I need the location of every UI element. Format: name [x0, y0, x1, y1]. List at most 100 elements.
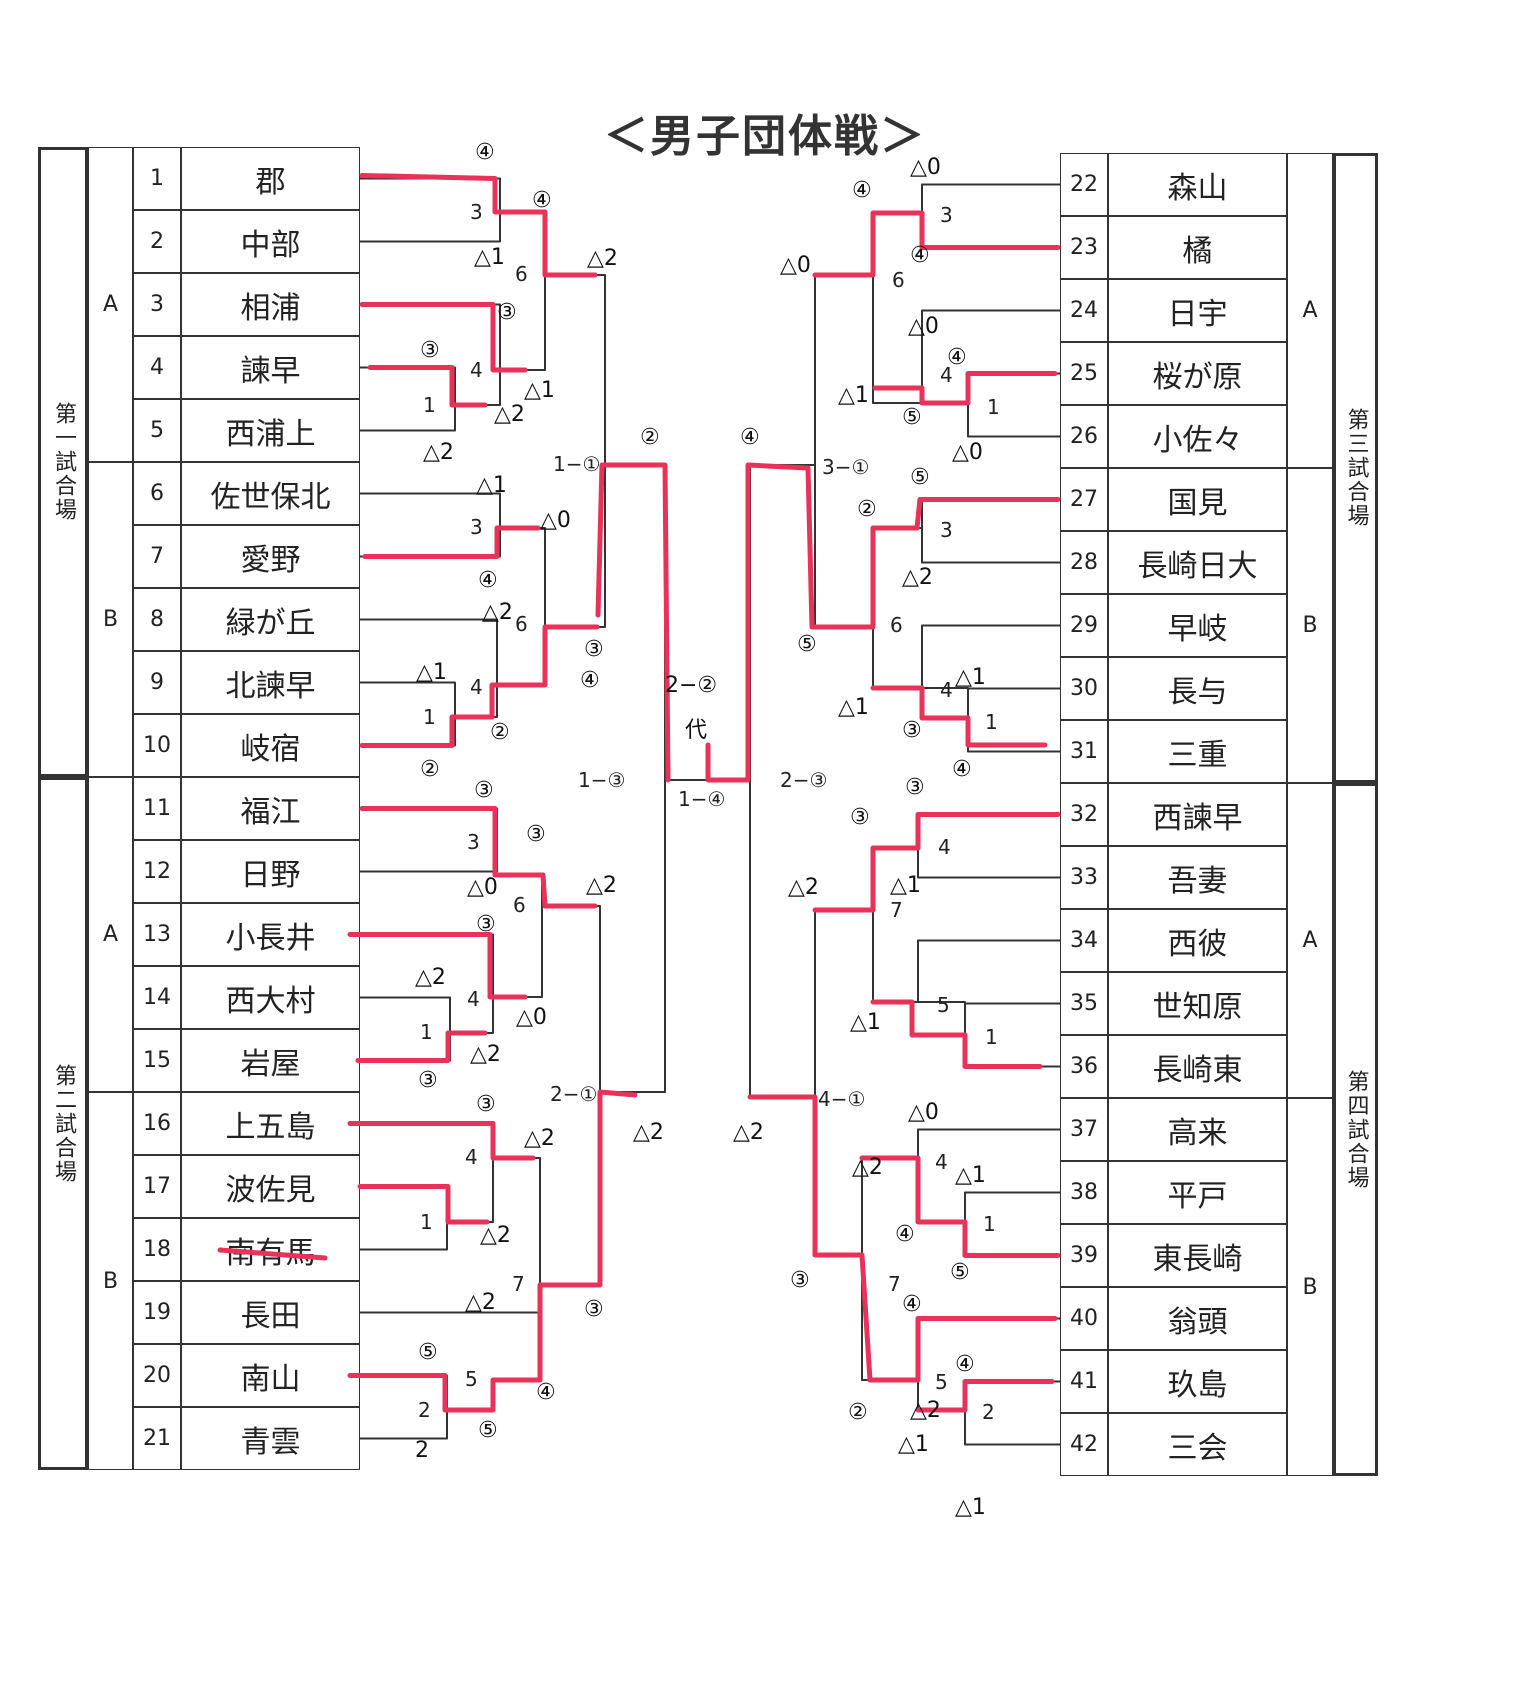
match-number: 1	[420, 1210, 433, 1234]
team-name: 岐宿	[181, 714, 360, 777]
circled-score: ③	[790, 1268, 810, 1293]
venue-label: 第一試合場	[38, 147, 88, 777]
winner-line	[489, 624, 600, 720]
circled-score: ⑤	[950, 1260, 970, 1285]
circled-score: ③	[584, 637, 604, 662]
bracket-line	[359, 1374, 448, 1440]
circled-score: ④	[955, 1352, 975, 1377]
triangle-score: △1	[524, 378, 555, 403]
bracket-line	[359, 366, 456, 432]
handwritten-number: 2	[415, 1438, 429, 1463]
match-number: 6	[513, 893, 526, 917]
bracket-line	[967, 372, 1061, 438]
court-match-label: 2−③	[780, 768, 828, 792]
team-name: 森山	[1108, 153, 1287, 216]
bracket-line	[921, 309, 1061, 375]
team-number: 34	[1060, 909, 1108, 972]
final-note: 2−②	[665, 673, 718, 698]
circled-score: ④	[475, 140, 495, 165]
team-number: 38	[1060, 1161, 1108, 1224]
team-name: 吾妻	[1108, 846, 1287, 909]
team-name: 日宇	[1108, 279, 1287, 342]
match-number: 1	[987, 395, 1000, 419]
bracket-line	[544, 274, 606, 466]
circled-score: ③	[850, 805, 870, 830]
team-number: 25	[1060, 342, 1108, 405]
team-number: 33	[1060, 846, 1108, 909]
circled-score: ④	[947, 345, 967, 370]
team-name: 世知原	[1108, 972, 1287, 1035]
circled-score: ②	[640, 425, 660, 450]
circled-score: ⑤	[478, 1418, 498, 1443]
team-number: 37	[1060, 1098, 1108, 1161]
team-number: 16	[133, 1092, 181, 1155]
circled-score: ⑤	[902, 405, 922, 430]
winner-line	[362, 525, 541, 559]
court-match-label: 3−①	[822, 455, 870, 479]
triangle-score: △2	[910, 1398, 941, 1423]
venue-label: 第四試合場	[1333, 783, 1378, 1476]
triangle-score: △2	[733, 1120, 764, 1145]
circled-score: ④	[536, 1380, 556, 1405]
bracket-line	[872, 212, 923, 404]
match-number: 2	[418, 1398, 431, 1422]
team-name: 翁頭	[1108, 1287, 1287, 1350]
team-number: 4	[133, 336, 181, 399]
triangle-score: △1	[955, 1495, 986, 1520]
winner-line	[812, 210, 1061, 278]
triangle-score: △0	[952, 440, 983, 465]
triangle-score: △2	[482, 600, 513, 625]
team-name: 上五島	[181, 1092, 360, 1155]
team-number: 14	[133, 966, 181, 1029]
triangle-score: △2	[788, 875, 819, 900]
bracket-line	[359, 1185, 448, 1251]
winner-line	[355, 1030, 488, 1063]
team-name: 岩屋	[181, 1029, 360, 1092]
circled-score: ④	[902, 1292, 922, 1317]
triangle-score: △0	[910, 155, 941, 180]
triangle-score: △1	[476, 473, 507, 498]
triangle-score: △1	[838, 695, 869, 720]
match-number: 6	[892, 268, 905, 292]
winner-line	[747, 1094, 1058, 1383]
team-name: 国見	[1108, 468, 1287, 531]
team-name: 高来	[1108, 1098, 1287, 1161]
match-number: 3	[940, 518, 953, 542]
team-number: 23	[1060, 216, 1108, 279]
court-match-label: 4−①	[818, 1087, 866, 1111]
team-number: 30	[1060, 657, 1108, 720]
team-name: 長田	[181, 1281, 360, 1344]
bracket-line	[359, 1311, 541, 1381]
court-match-label: 2−①	[550, 1082, 598, 1106]
winner-line	[359, 806, 598, 909]
venue-label: 第二試合場	[38, 777, 88, 1470]
bracket-line	[604, 464, 666, 781]
team-number: 2	[133, 210, 181, 273]
triangle-score: △1	[955, 665, 986, 690]
triangle-score: △2	[852, 1155, 883, 1180]
bracket-line	[814, 464, 874, 628]
circled-score: ②	[490, 720, 510, 745]
group-label: A	[88, 147, 133, 462]
team-number: 31	[1060, 720, 1108, 783]
team-number: 18	[133, 1218, 181, 1281]
team-name: 佐世保北	[181, 462, 360, 525]
triangle-score: △0	[780, 253, 811, 278]
group-label: A	[1287, 153, 1333, 468]
circled-score: ④	[895, 1222, 915, 1247]
winner-line	[347, 1121, 536, 1161]
group-label: B	[88, 462, 133, 777]
match-number: 6	[515, 262, 528, 286]
triangle-score: △1	[850, 1010, 881, 1035]
team-number: 9	[133, 651, 181, 714]
team-number: 19	[133, 1281, 181, 1344]
bracket-line	[749, 779, 816, 1098]
team-number: 39	[1060, 1224, 1108, 1287]
match-number: 1	[985, 1025, 998, 1049]
triangle-score: △2	[633, 1120, 664, 1145]
triangle-score: △2	[586, 873, 617, 898]
circled-score: ③	[474, 778, 494, 803]
team-number: 24	[1060, 279, 1108, 342]
team-name: 桜が原	[1108, 342, 1287, 405]
bracket-line	[917, 939, 1061, 1003]
